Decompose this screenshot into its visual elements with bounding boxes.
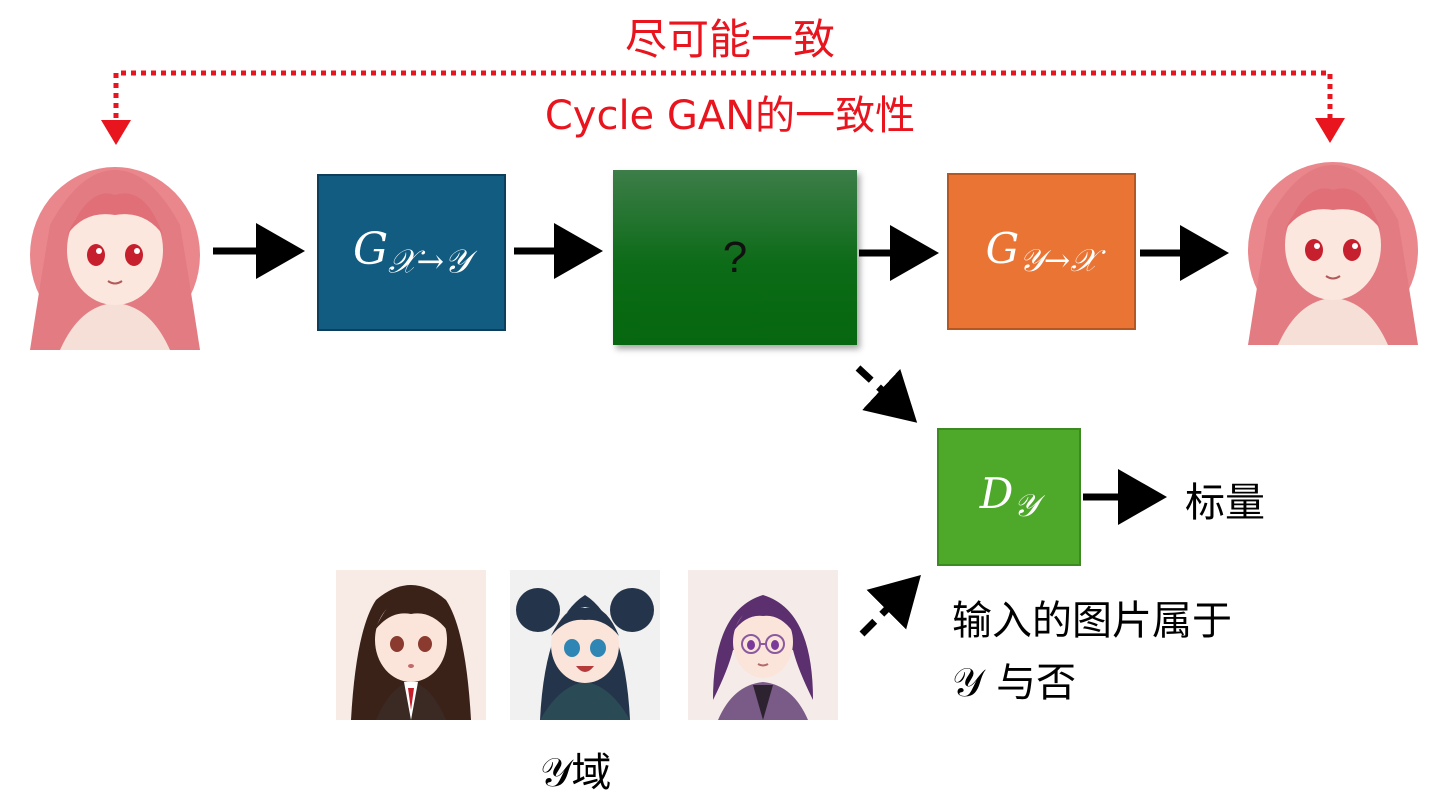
reconstructed-portrait-image	[1238, 160, 1428, 345]
dashed-arrow-unknown-to-d	[855, 365, 918, 423]
dashed-arrow-samples-to-d	[859, 575, 921, 637]
generator-y-to-x-box: G𝒴→𝒳	[947, 173, 1136, 330]
discriminator-box: D𝒴	[937, 428, 1081, 566]
belongs-description-line2: 𝒴 与否	[952, 660, 1077, 706]
scalar-output-label: 标量	[1185, 480, 1265, 526]
cyclegan-consistency-label: Cycle GAN的一致性	[544, 93, 916, 139]
discriminator-label: D𝒴	[979, 469, 1039, 524]
generator-x-to-y-label: G𝒳→𝒴	[352, 223, 471, 281]
belongs-description-line1: 输入的图片属于	[952, 598, 1232, 644]
input-portrait-image	[20, 165, 210, 350]
y-domain-label: 𝒴域	[540, 750, 612, 796]
consistency-title: 尽可能一致	[624, 15, 835, 64]
domain-sample-brown-hair	[336, 570, 486, 720]
generator-x-to-y-box: G𝒳→𝒴	[317, 174, 506, 331]
domain-sample-blue-pigtails	[510, 570, 660, 720]
unknown-image-label: ?	[722, 232, 748, 282]
generator-y-to-x-label: G𝒴→𝒳	[985, 223, 1098, 279]
domain-sample-purple-hair-glasses	[688, 570, 838, 720]
unknown-image-box: ?	[613, 170, 857, 345]
consistency-bracket	[113, 70, 1345, 143]
